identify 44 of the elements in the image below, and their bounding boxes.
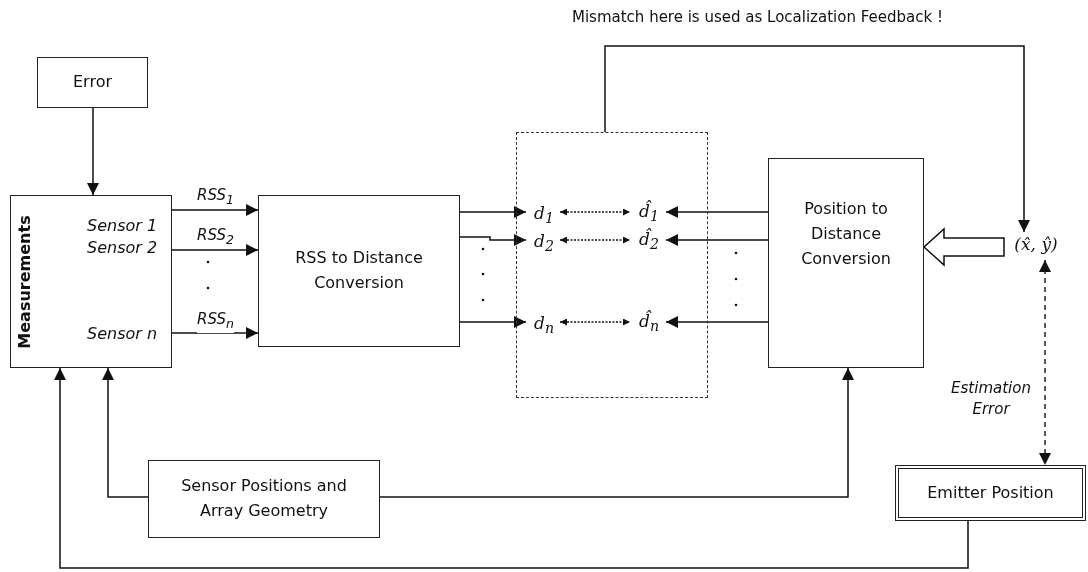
- process-box: [768, 158, 924, 368]
- edge-label: RSS$_{n}$: [197, 309, 234, 333]
- sensor-label: Sensor n: [87, 324, 158, 344]
- emitter-box: [895, 465, 1086, 521]
- box-label: Position to Distance Conversion: [800, 198, 892, 270]
- arrow: [665, 316, 769, 328]
- arrow: [665, 234, 769, 246]
- arrow: [459, 234, 527, 246]
- box-title: Measurements: [13, 215, 35, 349]
- process-box: [37, 57, 148, 108]
- arrow: [604, 45, 1030, 233]
- math-symbol: d̂$_{2}$: [631, 227, 667, 255]
- box-label: Emitter Position: [926, 481, 1055, 504]
- arrow: [459, 206, 527, 218]
- dashed-arrow: [559, 318, 631, 326]
- measurements-box: [10, 195, 172, 368]
- arrow: [171, 204, 259, 216]
- math-symbol: d$_{n}$: [527, 311, 561, 335]
- process-box: [258, 195, 460, 347]
- math-symbol: (x̂, ŷ): [1004, 232, 1068, 260]
- arrow: [171, 244, 259, 256]
- arrow: [54, 367, 969, 569]
- dashed-arrow: [1039, 259, 1051, 466]
- math-symbol: d̂$_{n}$: [631, 309, 667, 337]
- arrow: [379, 367, 854, 498]
- arrow: [459, 316, 527, 328]
- arrow: [171, 327, 259, 339]
- box-label: Error: [72, 71, 113, 94]
- data-box: [148, 460, 380, 538]
- dashed-arrow: [559, 208, 631, 216]
- dashed-group-box: [516, 132, 708, 398]
- sensor-label: Sensor 2: [87, 238, 158, 258]
- arrow: [665, 206, 769, 218]
- arrow: [102, 367, 149, 498]
- box-label: Sensor Positions and Array Geometry: [180, 475, 348, 522]
- arrow: [87, 107, 99, 196]
- math-symbol: d̂$_{1}$: [631, 199, 667, 227]
- sensor-label: Sensor 1: [87, 216, 158, 236]
- box-label: RSS to Distance Conversion: [294, 247, 424, 294]
- math-symbol: d$_{1}$: [527, 201, 561, 225]
- dashed-arrow: [559, 236, 631, 244]
- note-text: Mismatch here is used as Localization Feedback !: [572, 8, 943, 26]
- math-symbol: d$_{2}$: [527, 229, 561, 253]
- block-arrow: [922, 227, 1005, 267]
